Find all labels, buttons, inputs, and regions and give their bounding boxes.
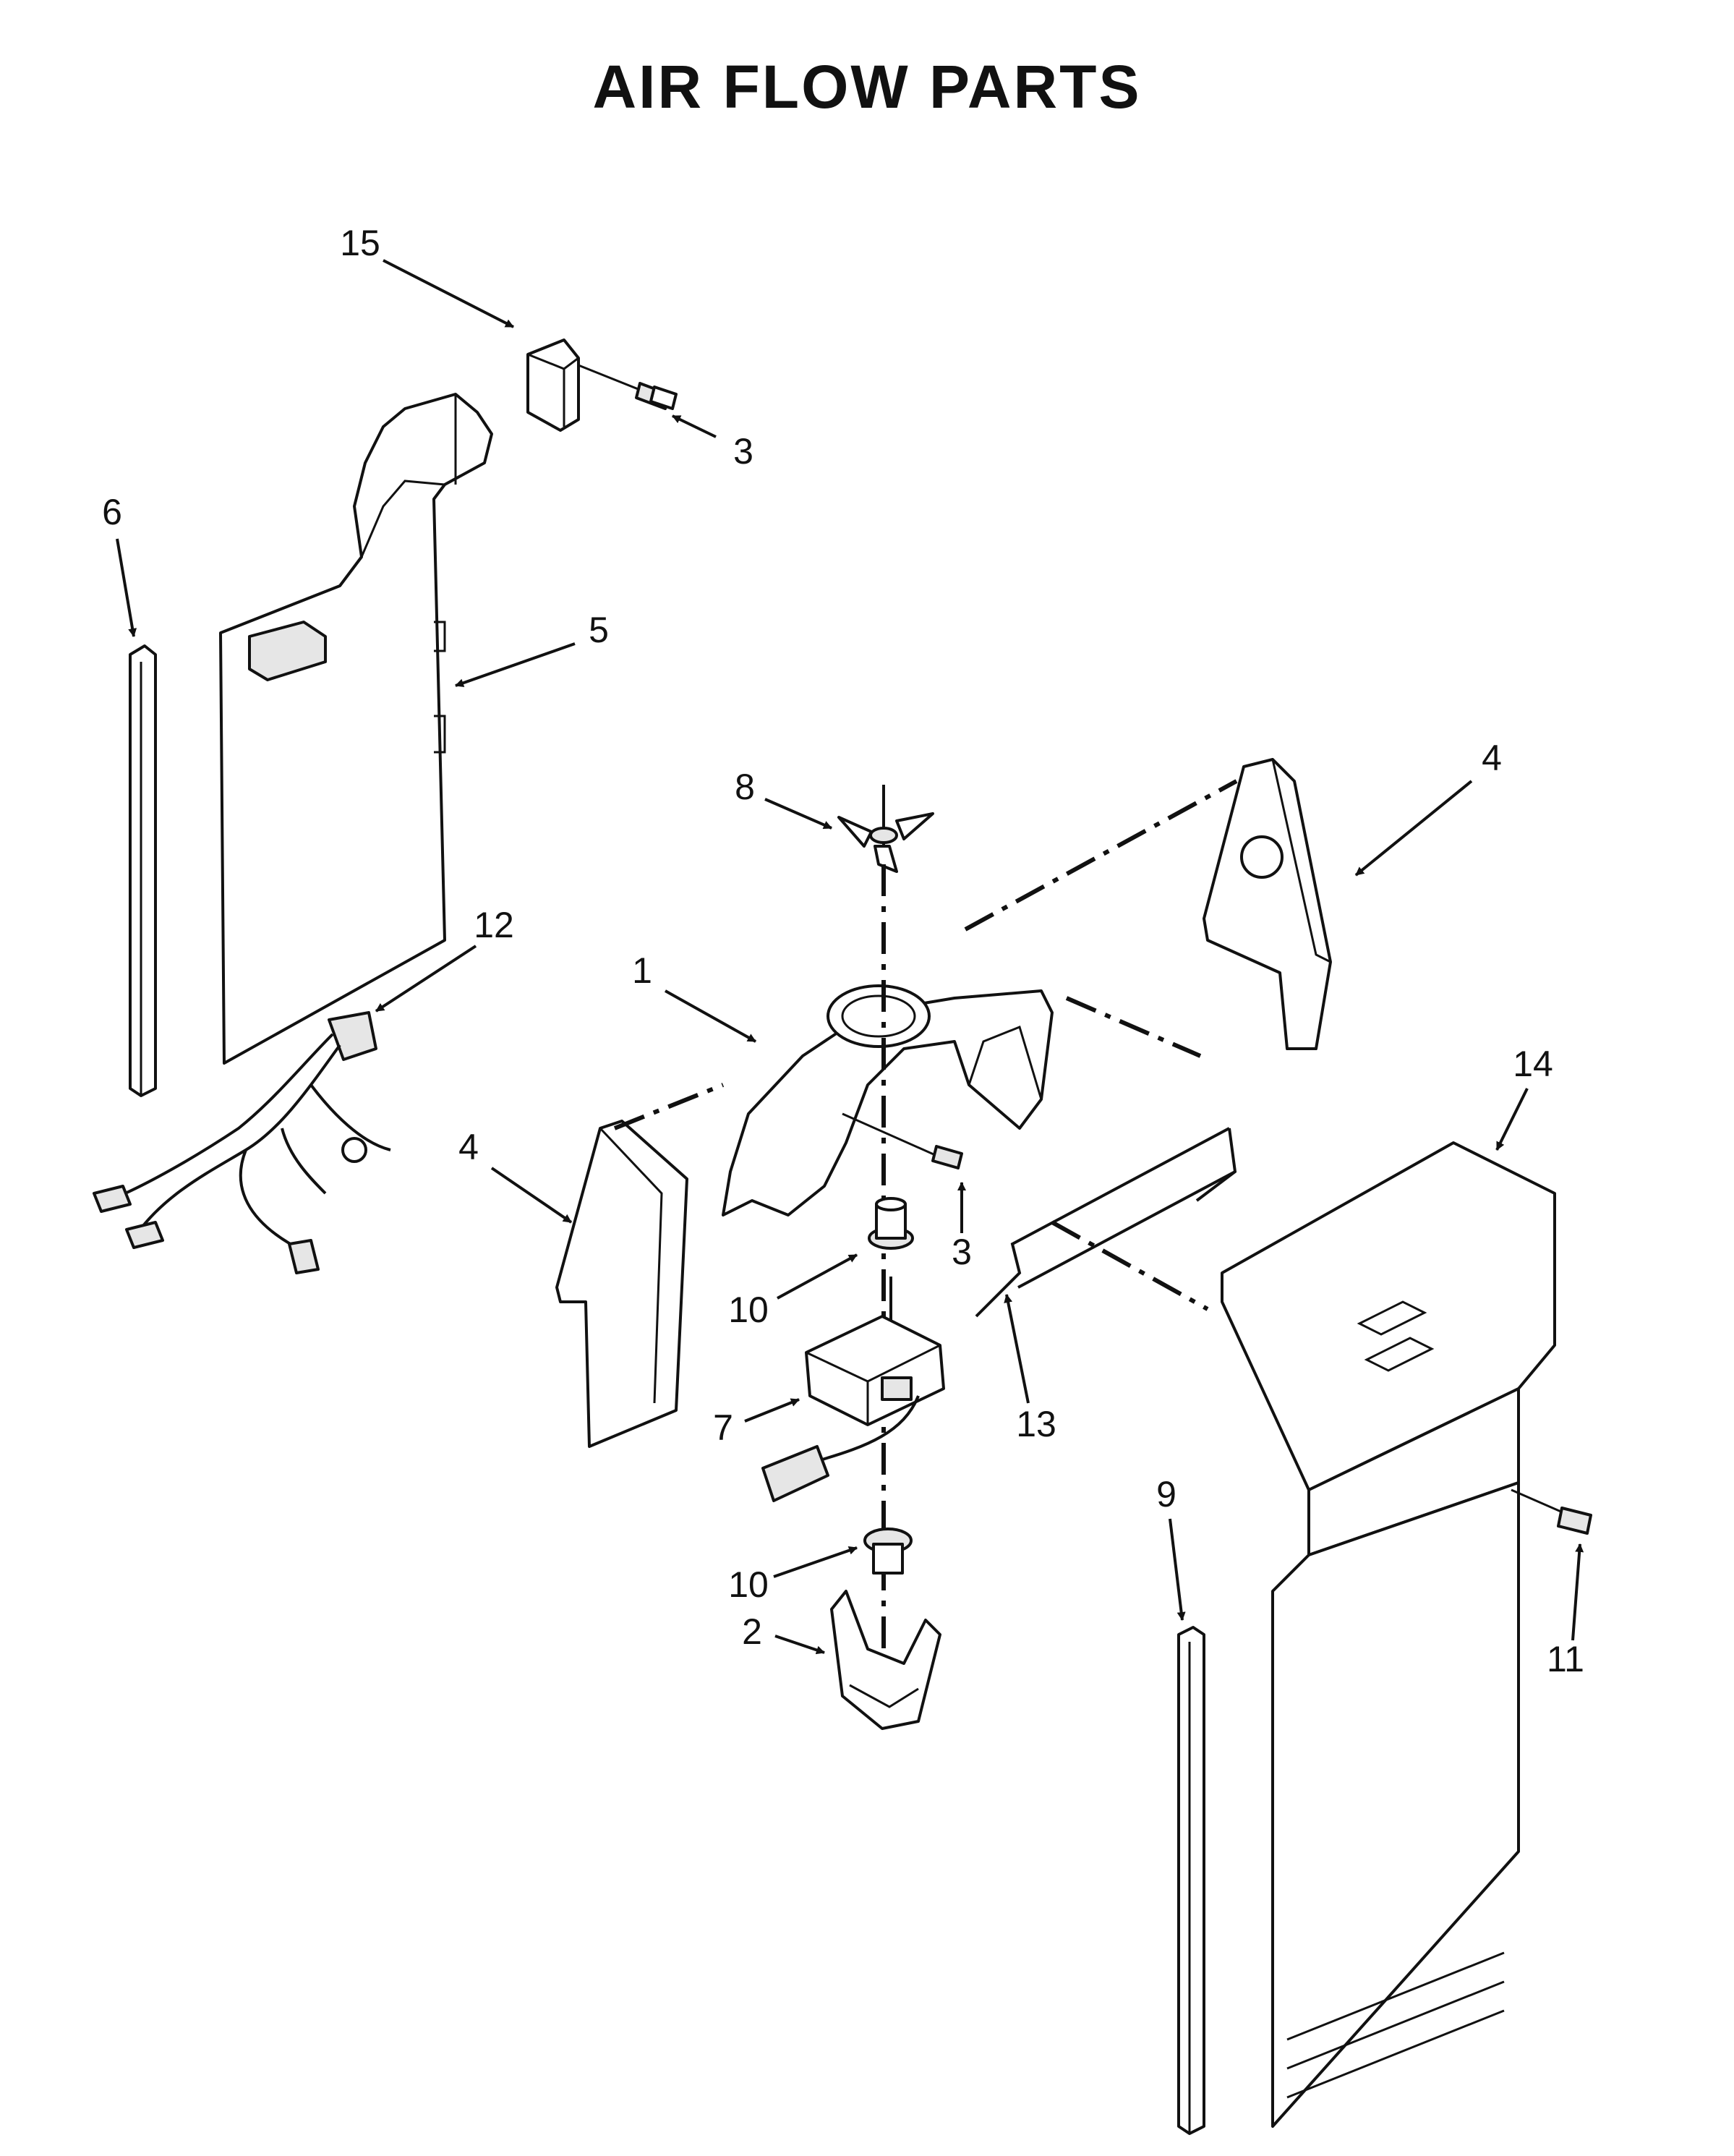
callout-5: 5 <box>455 610 609 688</box>
callout-4-left: 4 <box>458 1127 573 1224</box>
part-2-motor-bracket <box>830 1590 941 1730</box>
svg-text:13: 13 <box>1016 1404 1056 1444</box>
callout-8: 8 <box>735 767 832 830</box>
part-5-air-duct <box>219 393 493 1065</box>
part-3-screw-middle <box>842 1112 963 1169</box>
part-13-wire-bracket <box>975 1127 1237 1318</box>
svg-text:5: 5 <box>589 610 609 650</box>
callout-2: 2 <box>742 1611 825 1655</box>
svg-text:3: 3 <box>952 1232 972 1272</box>
svg-text:8: 8 <box>735 767 755 807</box>
alignment-lines <box>613 779 1238 1311</box>
svg-text:6: 6 <box>102 492 122 532</box>
part-7-fan-motor <box>761 1277 945 1502</box>
part-12-wire-harness <box>93 1011 391 1274</box>
svg-text:9: 9 <box>1156 1474 1176 1514</box>
part-8-fan-blade <box>837 785 934 873</box>
callout-10-upper: 10 <box>728 1253 858 1330</box>
part-1-fan-shroud <box>722 984 1054 1217</box>
callout-7: 7 <box>713 1398 800 1448</box>
svg-text:15: 15 <box>340 223 380 263</box>
svg-text:3: 3 <box>733 431 753 472</box>
svg-text:14: 14 <box>1513 1044 1553 1084</box>
part-4-baffle-left <box>555 1120 688 1448</box>
callout-3-upper: 3 <box>672 414 753 472</box>
vent-louvers <box>1286 1951 1505 2099</box>
part-3-screw-upper <box>578 364 678 410</box>
diagram-title: AIR FLOW PARTS <box>592 53 1142 121</box>
callout-12: 12 <box>375 905 514 1013</box>
callout-10-lower: 10 <box>728 1546 858 1605</box>
callout-11: 11 <box>1547 1543 1584 1679</box>
callout-4-right: 4 <box>1354 738 1502 877</box>
part-4-baffle-right <box>1203 758 1332 1050</box>
part-14-evaporator-cover <box>1221 1141 1556 2128</box>
svg-text:10: 10 <box>728 1564 769 1605</box>
svg-text:4: 4 <box>1482 738 1502 778</box>
callout-1: 1 <box>632 950 756 1043</box>
part-10-grommet-upper <box>868 1197 914 1250</box>
part-10-grommet-lower <box>863 1527 913 1575</box>
svg-text:4: 4 <box>458 1127 479 1167</box>
callout-6: 6 <box>102 492 137 637</box>
part-9-foam-strip <box>1177 1626 1205 2135</box>
svg-text:1: 1 <box>632 950 652 991</box>
callout-3-middle: 3 <box>952 1182 972 1272</box>
callout-9: 9 <box>1156 1474 1186 1621</box>
part-11-screw <box>1511 1488 1592 1535</box>
callout-13: 13 <box>1004 1294 1056 1444</box>
callout-14: 14 <box>1495 1044 1553 1151</box>
part-15-duct-cap <box>526 338 580 432</box>
svg-text:12: 12 <box>474 905 514 945</box>
svg-text:7: 7 <box>713 1407 733 1448</box>
svg-text:2: 2 <box>742 1611 762 1652</box>
svg-text:10: 10 <box>728 1290 769 1330</box>
svg-text:11: 11 <box>1547 1639 1584 1679</box>
callout-15: 15 <box>340 223 514 328</box>
part-6-foam-strip <box>129 644 157 1097</box>
